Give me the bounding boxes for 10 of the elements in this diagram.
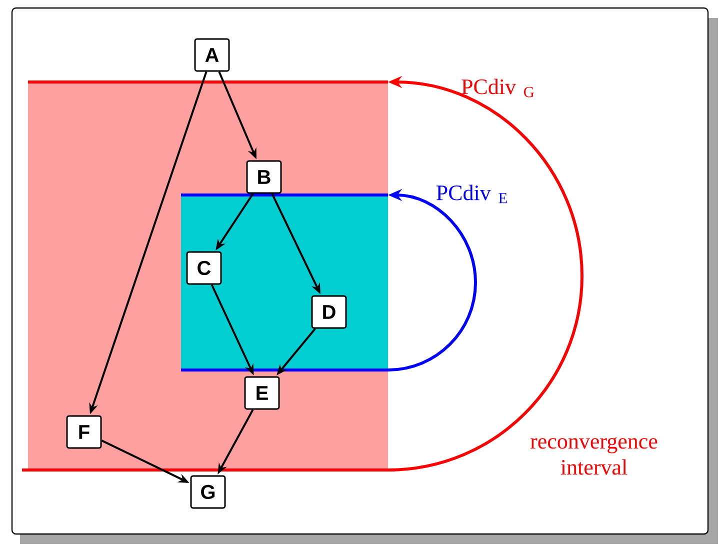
node-box: F — [66, 415, 102, 449]
node-box: G — [190, 475, 226, 509]
node-box: D — [311, 295, 347, 329]
annotation-label: PCdiv $_{G}$ — [462, 78, 534, 98]
node-box: A — [194, 38, 230, 72]
node-box: E — [244, 376, 280, 410]
node-box: C — [186, 251, 222, 285]
annotation-label: reconvergence interval — [530, 437, 658, 475]
node-box: B — [246, 160, 282, 194]
annotation-label: PCdiv $_{E}$ — [436, 184, 507, 204]
